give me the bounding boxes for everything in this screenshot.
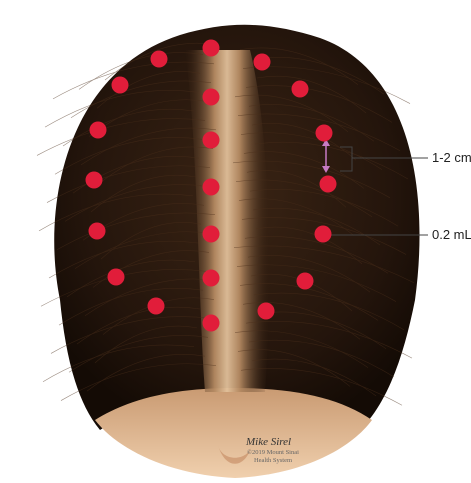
injection-point — [108, 269, 125, 286]
injection-point — [254, 54, 271, 71]
injection-point — [203, 40, 220, 57]
injection-point — [320, 176, 337, 193]
copyright-credit: ©2019 Mount Sinai Health System — [238, 449, 308, 464]
volume-label: 0.2 mL — [432, 227, 471, 242]
credit-line-2: Health System — [238, 457, 308, 465]
injection-point — [203, 132, 220, 149]
injection-point — [292, 81, 309, 98]
injection-point — [148, 298, 165, 315]
injection-point — [112, 77, 129, 94]
injection-point — [203, 270, 220, 287]
injection-point — [86, 172, 103, 189]
injection-point — [151, 51, 168, 68]
artist-signature: Mike Sirel — [246, 436, 291, 448]
spacing-label: 1-2 cm — [432, 150, 471, 165]
injection-point — [316, 125, 333, 142]
injection-point — [90, 122, 107, 139]
injection-point — [203, 179, 220, 196]
injection-point — [89, 223, 106, 240]
injection-point — [203, 315, 220, 332]
injection-point — [203, 226, 220, 243]
injection-point — [258, 303, 275, 320]
injection-point — [315, 226, 332, 243]
credit-line-1: ©2019 Mount Sinai — [238, 449, 308, 457]
forehead — [95, 388, 372, 478]
injection-point — [297, 273, 314, 290]
injection-point — [203, 89, 220, 106]
